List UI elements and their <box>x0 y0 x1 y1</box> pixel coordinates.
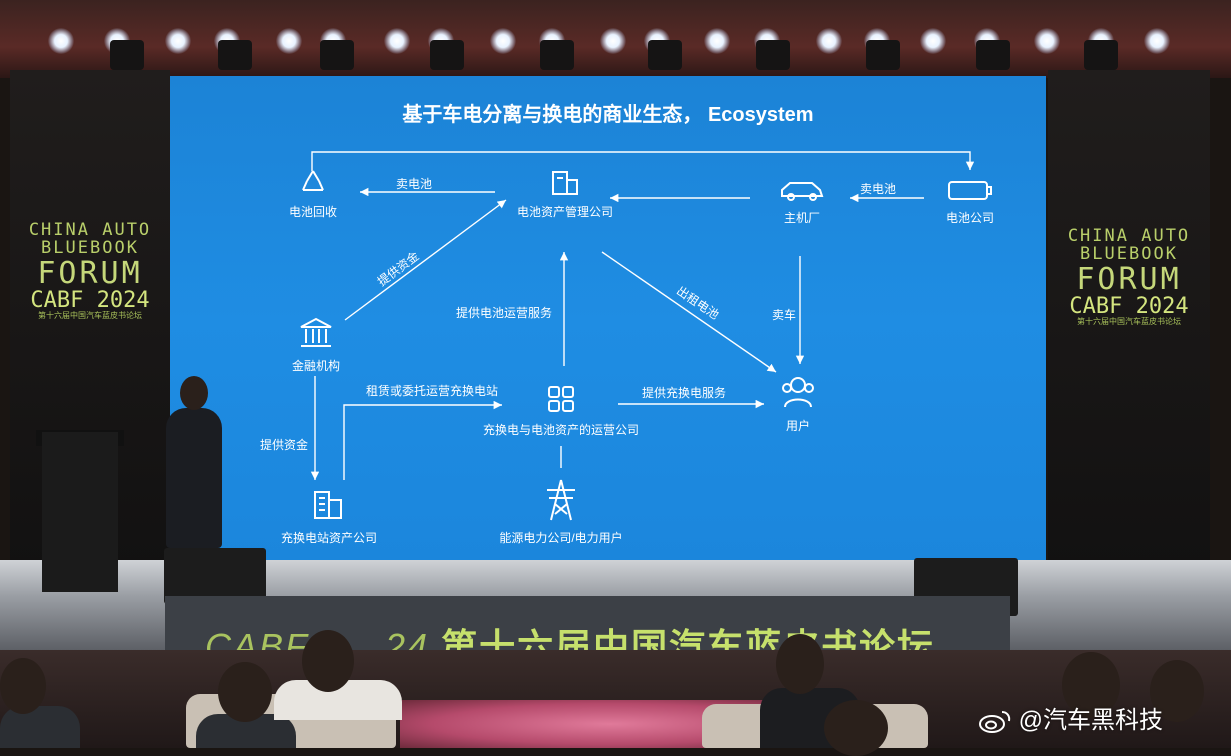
edge-label: 提供电池运营服务 <box>456 306 553 320</box>
battery-station-icon <box>500 166 630 199</box>
spotlight <box>816 28 842 54</box>
node-label: 电池回收 <box>288 205 337 219</box>
node-label: 主机厂 <box>783 211 820 225</box>
logo-line: BLUEBOOK <box>1080 243 1178 264</box>
audience-head <box>302 630 354 692</box>
node-label: 电池资产管理公司 <box>516 205 613 219</box>
recycle-icon <box>272 168 354 199</box>
grid-icon <box>470 384 652 417</box>
node-battery-co: 电池公司 <box>932 178 1008 226</box>
right-side-screen: CHINA AUTO BLUEBOOK FORUM CABF 2024 第十六届… <box>1048 70 1210 570</box>
audience-head <box>1150 660 1204 722</box>
node-asset-mgmt: 电池资产管理公司 <box>500 166 630 220</box>
spotlight <box>165 28 191 54</box>
logo-line: BLUEBOOK <box>41 237 139 258</box>
audience-head <box>218 662 272 722</box>
forum-logo: CHINA AUTO BLUEBOOK FORUM CABF 2024 第十六届… <box>1048 226 1210 327</box>
node-label: 充换电站资产公司 <box>280 531 377 545</box>
ceiling-truss <box>0 0 1231 78</box>
power-tower-icon <box>488 478 634 525</box>
spotlight <box>920 28 946 54</box>
watermark-text: @汽车黑科技 <box>1018 707 1164 734</box>
podium <box>42 432 118 592</box>
presenter <box>166 408 222 548</box>
edge-label: 卖车 <box>772 308 797 322</box>
edge-label: 卖电池 <box>396 177 433 191</box>
node-label: 金融机构 <box>291 359 340 373</box>
weibo-icon <box>978 709 1012 735</box>
audience-head <box>776 634 824 694</box>
bank-icon <box>276 316 356 353</box>
slide-title: 基于车电分离与换电的商业生态， Ecosystem <box>402 104 814 126</box>
logo-line: CHINA AUTO <box>1067 226 1191 246</box>
spotlight <box>704 28 730 54</box>
spotlight <box>276 28 302 54</box>
diagram-connectors <box>310 151 975 480</box>
node-label: 电池公司 <box>945 211 994 225</box>
users-icon <box>766 374 830 413</box>
watermark: @汽车黑科技 <box>978 700 1163 735</box>
audience-member <box>0 706 80 748</box>
forum-logo: CHINA AUTO BLUEBOOK FORUM CABF 2024 第十六届… <box>10 220 170 321</box>
spotlight <box>490 28 516 54</box>
logo-line: 第十六届中国汽车蓝皮书论坛 <box>1077 317 1181 327</box>
node-oem: 主机厂 <box>766 178 838 226</box>
logo-line: CABF 2024 <box>30 288 150 314</box>
node-label: 能源电力公司/电力用户 <box>499 531 623 545</box>
logo-line: 第十六届中国汽车蓝皮书论坛 <box>38 311 142 321</box>
spotlight <box>1144 28 1170 54</box>
battery-icon <box>932 178 1008 205</box>
edge-label: 卖电池 <box>860 182 897 196</box>
edge-label: 租赁或委托运营充换电站 <box>366 384 499 398</box>
node-energy: 能源电力公司/电力用户 <box>488 478 634 546</box>
audience-head <box>0 658 46 714</box>
spotlight <box>1034 28 1060 54</box>
node-station-asset: 充换电站资产公司 <box>270 486 388 546</box>
logo-line: FORUM <box>37 255 143 291</box>
presenter-head <box>180 376 208 410</box>
logo-line: CHINA AUTO <box>28 220 152 240</box>
spotlight <box>600 28 626 54</box>
left-side-screen: CHINA AUTO BLUEBOOK FORUM CABF 2024 第十六届… <box>10 70 170 570</box>
logo-line: CABF 2024 <box>1069 294 1189 320</box>
audience-head <box>824 700 888 756</box>
audience-head <box>1062 652 1120 718</box>
node-user: 用户 <box>766 374 830 434</box>
node-operator: 充换电与电池资产的运营公司 <box>470 384 652 438</box>
edge-label: 提供资金 <box>260 438 309 452</box>
node-label: 充换电与电池资产的运营公司 <box>482 423 639 437</box>
spotlight <box>48 28 74 54</box>
car-icon <box>766 178 838 205</box>
node-finance: 金融机构 <box>276 316 356 374</box>
edge-label: 提供充换电服务 <box>642 386 727 400</box>
node-recycle: 电池回收 <box>272 168 354 220</box>
node-label: 用户 <box>785 419 810 433</box>
projection-screen: 基于车电分离与换电的商业生态， Ecosystem 电池回收 <box>170 76 1046 567</box>
stage-monitor-speaker <box>164 548 266 604</box>
building-icon <box>270 486 388 525</box>
logo-line: FORUM <box>1076 261 1182 297</box>
spotlight <box>384 28 410 54</box>
